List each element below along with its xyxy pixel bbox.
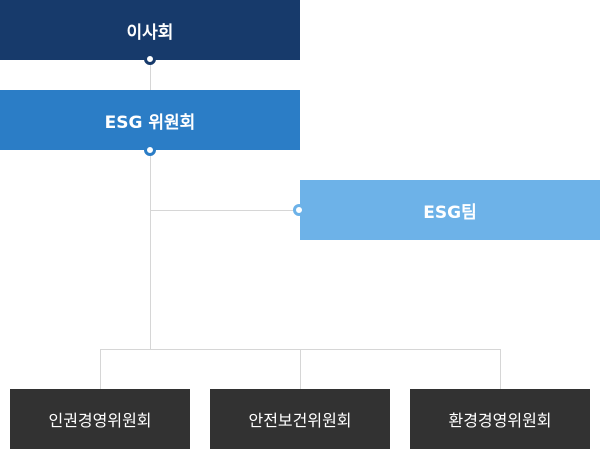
sub-committee-label: 안전보건위원회 bbox=[248, 411, 352, 430]
sub-committee-label: 환경경영위원회 bbox=[448, 411, 552, 430]
esg-team-connector-dot bbox=[293, 204, 305, 216]
esg-committee-box: ESG 위원회 bbox=[0, 90, 300, 150]
board-box: 이사회 bbox=[0, 0, 300, 60]
connector-board-to-committee bbox=[150, 60, 151, 90]
board-label: 이사회 bbox=[126, 22, 174, 43]
connector-to-sub-1 bbox=[100, 349, 101, 389]
sub-committee-environment: 환경경영위원회 bbox=[410, 389, 590, 449]
committee-connector-dot bbox=[144, 144, 156, 156]
sub-committee-human-rights: 인권경영위원회 bbox=[10, 389, 190, 449]
connector-to-sub-2 bbox=[300, 349, 301, 389]
esg-committee-label: ESG 위원회 bbox=[104, 112, 196, 133]
connector-committee-trunk bbox=[150, 150, 151, 350]
connector-to-esg-team bbox=[150, 210, 300, 211]
sub-committee-label: 인권경영위원회 bbox=[48, 411, 152, 430]
esg-team-box: ESG팀 bbox=[300, 180, 600, 240]
connector-to-sub-3 bbox=[500, 349, 501, 389]
sub-committee-safety-health: 안전보건위원회 bbox=[210, 389, 390, 449]
board-connector-dot bbox=[144, 53, 156, 65]
esg-team-label: ESG팀 bbox=[423, 202, 477, 223]
